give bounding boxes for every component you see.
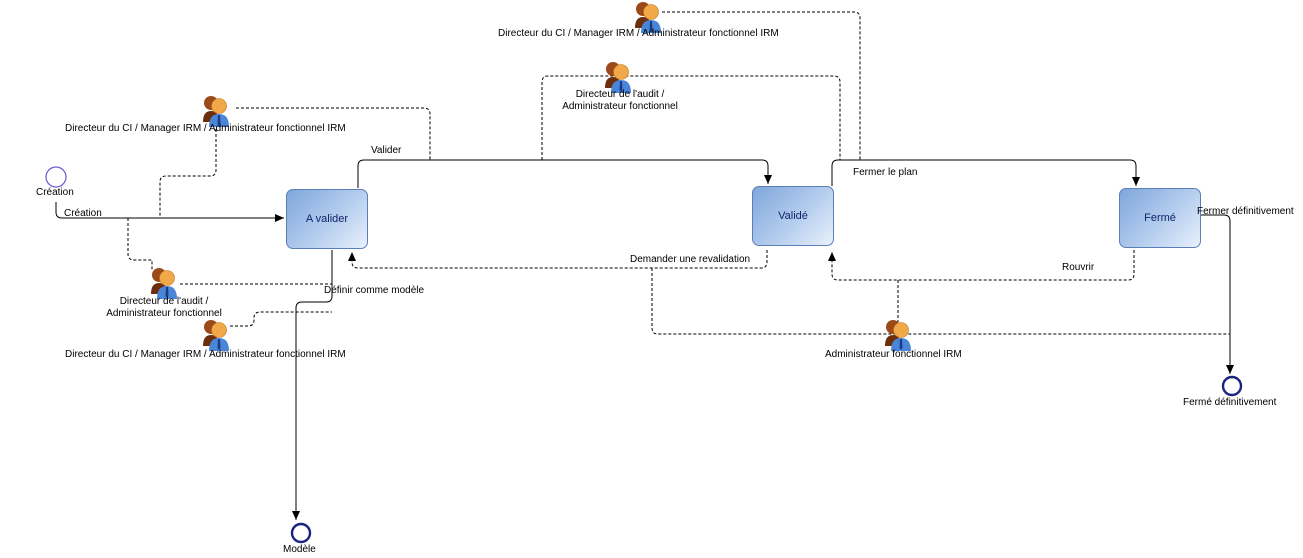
role-link-bottom (651, 268, 1230, 335)
transition-demander-revalidation-label: Demander une revalidation (630, 254, 751, 265)
role-link-left-lower (230, 311, 332, 327)
transition-rouvrir (828, 250, 1135, 281)
user-role-icon (203, 320, 229, 351)
transition-definir-modele (292, 250, 333, 520)
transition-valider (357, 159, 772, 188)
end-event-modele-label: Modèle (283, 544, 316, 555)
role-label-bottom: Administrateur fonctionnel IRM (825, 349, 962, 360)
role-link-left-upper (236, 107, 431, 160)
transition-creation (55, 202, 284, 222)
transition-creation-label: Création (64, 208, 102, 219)
role-link-top-right (662, 11, 861, 160)
transition-demander-revalidation (348, 250, 768, 269)
role-link-top-center (541, 75, 841, 160)
state-a-valider[interactable]: A valider (286, 189, 368, 249)
transition-fermer-le-plan-label: Fermer le plan (853, 167, 918, 178)
transition-valider-label: Valider (371, 145, 402, 156)
role-label-left-lower: Directeur du CI / Manager IRM / Administ… (65, 349, 346, 360)
state-ferme-label: Fermé (1144, 212, 1176, 224)
transition-fermer-definitivement (1200, 214, 1234, 374)
role-label-left-mid: Directeur de l'audit / Administrateur fo… (106, 296, 222, 319)
state-valide-label: Validé (778, 210, 808, 222)
user-role-icon (605, 62, 631, 93)
end-event-ferme-label: Fermé définitivement (1183, 397, 1277, 408)
state-valide[interactable]: Validé (752, 186, 834, 246)
role-link-left-upper-b (159, 124, 217, 218)
role-label-top-center: Directeur de l'audit / Administrateur fo… (562, 89, 678, 112)
transition-definir-modele-label: Définir comme modèle (324, 285, 425, 296)
user-role-icon (203, 96, 229, 127)
start-event-label: Création (36, 187, 74, 198)
role-label-left-upper: Directeur du CI / Manager IRM / Administ… (65, 123, 346, 134)
end-event-modele-circle[interactable] (290, 522, 312, 544)
user-role-icon (635, 2, 661, 33)
user-role-icon (151, 268, 177, 299)
transition-rouvrir-label: Rouvrir (1062, 262, 1095, 273)
role-label-top-right: Directeur du CI / Manager IRM / Administ… (498, 28, 779, 39)
state-a-valider-label: A valider (305, 213, 349, 225)
end-event-ferme-circle[interactable] (1221, 375, 1243, 397)
transition-fermer-le-plan (831, 159, 1140, 186)
role-link-left-mid (127, 218, 153, 270)
transition-fermer-definitivement-label: Fermer définitivement (1197, 206, 1294, 217)
state-ferme[interactable]: Fermé (1119, 188, 1201, 248)
user-role-icon (885, 320, 911, 351)
start-event-circle[interactable] (45, 166, 67, 188)
